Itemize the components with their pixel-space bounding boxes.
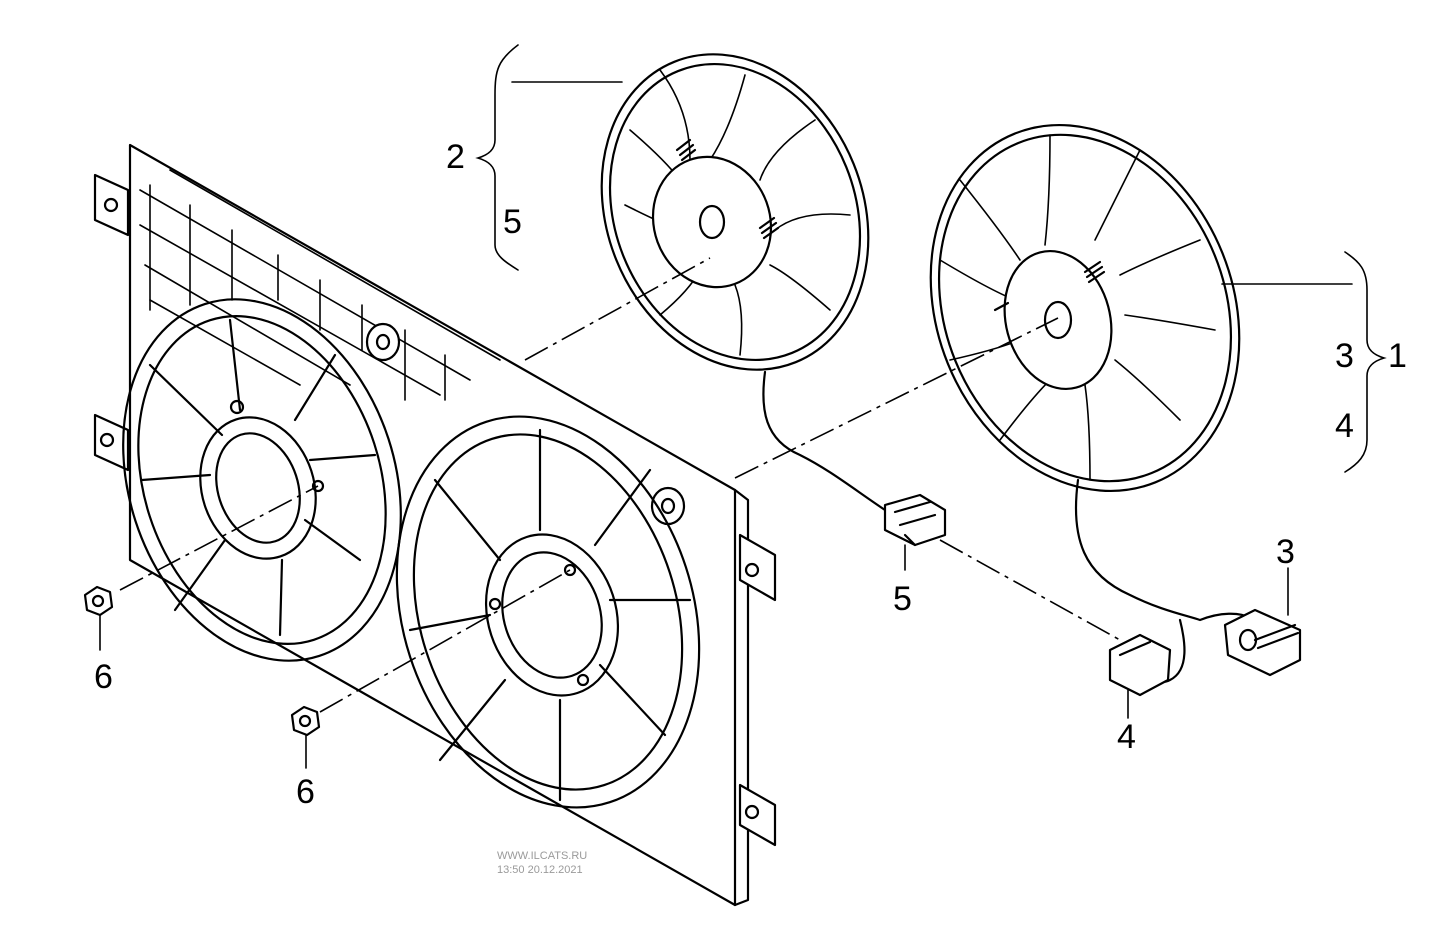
callout-1: 1	[1388, 337, 1407, 375]
nut-6-left	[83, 585, 114, 617]
connector-3	[1223, 608, 1302, 677]
shroud-opening-right	[395, 415, 701, 809]
nut-6-lower	[290, 705, 321, 737]
callout-4-plug: 4	[1117, 718, 1136, 756]
mount-bracket-right-upper	[738, 533, 777, 602]
mount-bracket-right-lower	[738, 783, 777, 847]
fan-motor-right	[929, 123, 1252, 684]
callout-3-group: 3	[1335, 337, 1354, 375]
callout-6-left: 6	[94, 658, 113, 696]
leader-lines	[99, 81, 1353, 769]
callout-5-plug: 5	[893, 580, 912, 618]
connector-4	[1108, 633, 1172, 697]
callout-3-plug: 3	[1276, 533, 1295, 571]
callout-4-group: 4	[1335, 407, 1354, 445]
callout-5-group: 5	[503, 203, 522, 241]
shroud-opening-left	[122, 298, 402, 662]
callout-6-lower: 6	[296, 773, 315, 811]
connector-5	[883, 493, 947, 547]
mount-bracket-left-upper	[93, 173, 130, 237]
watermark-site: WWW.ILCATS.RU	[497, 850, 587, 862]
grommet-upper	[365, 322, 401, 362]
fan-shroud	[93, 143, 777, 907]
callout-2: 2	[446, 138, 465, 176]
mount-bracket-left-lower	[93, 413, 130, 472]
brace-group-2	[475, 44, 519, 271]
assembly-axes	[119, 257, 1121, 713]
grommet-right	[650, 486, 686, 526]
brace-group-1	[1344, 251, 1387, 473]
fan-motor-upper	[600, 53, 887, 512]
watermark-timestamp: 13:50 20.12.2021	[497, 864, 583, 876]
